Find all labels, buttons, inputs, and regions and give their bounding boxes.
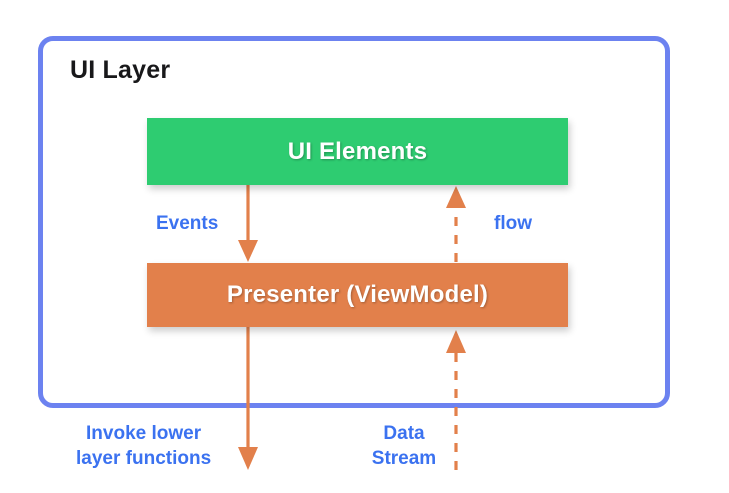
connector-label-invoke-line2: layer functions [76, 448, 212, 469]
connector-label-invoke-line1: Invoke lower [86, 423, 202, 444]
ui-layer-container [38, 36, 670, 408]
box-presenter-viewmodel-label: Presenter (ViewModel) [226, 281, 489, 308]
connector-label-invoke-lower-layer-functions: Invoke lower layer functions [76, 421, 211, 471]
connector-label-data-stream: Data Stream [370, 421, 438, 471]
connector-label-flow: flow [494, 213, 532, 234]
connector-label-data-stream-line2: Stream [371, 448, 437, 469]
connector-label-data-stream-line1: Data [383, 423, 425, 444]
page-title: UI Layer [70, 56, 171, 84]
box-presenter-viewmodel[interactable]: Presenter (ViewModel) [147, 263, 568, 327]
box-ui-elements-label: UI Elements [287, 137, 428, 165]
connector-label-events: Events [156, 213, 219, 234]
connector-invoke-arrowhead [238, 447, 258, 470]
box-ui-elements[interactable]: UI Elements [147, 118, 568, 185]
